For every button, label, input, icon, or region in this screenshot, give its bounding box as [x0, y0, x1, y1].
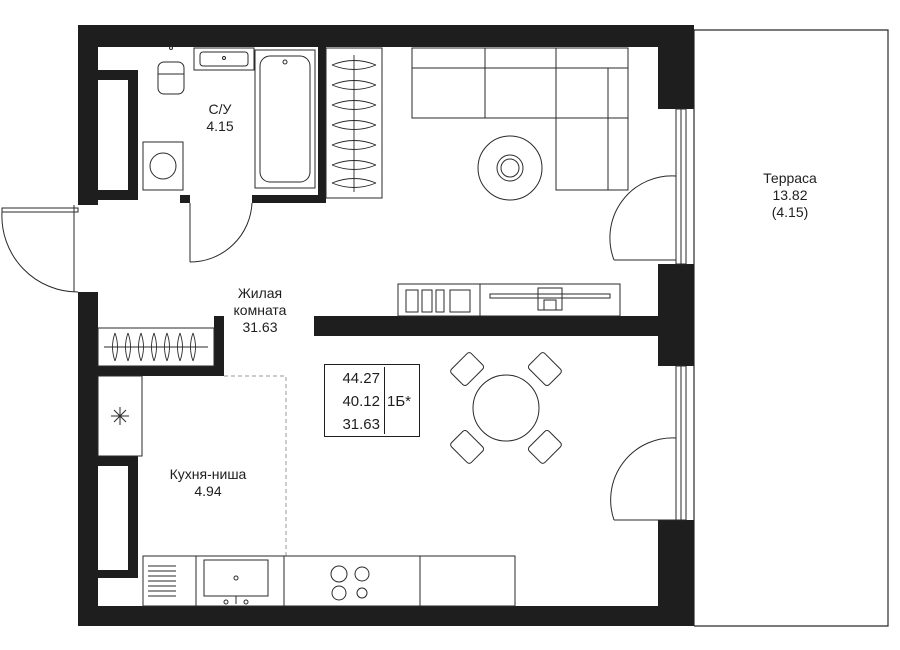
bathroom-label: С/У 4.15 — [192, 101, 248, 135]
dining-table — [450, 352, 562, 464]
terrace-area: 13.82 — [772, 187, 808, 203]
total-area: 44.27 — [342, 370, 380, 387]
windows — [675, 108, 687, 521]
living-room-label: Жилая комната 31.63 — [220, 285, 300, 336]
coffee-table — [477, 135, 543, 201]
kitchen-counter — [142, 555, 516, 607]
apartment-summary: 44.27 40.12 31.63 1Б* — [324, 364, 420, 437]
living-area: 31.63 — [342, 416, 380, 433]
walls — [78, 25, 694, 626]
kitchen-area: 4.94 — [194, 483, 222, 499]
terrace-area-reduced: (4.15) — [771, 204, 809, 220]
vent-shaft — [97, 375, 143, 457]
living-total-area: 40.12 — [342, 393, 380, 410]
wardrobe-hall — [97, 327, 215, 367]
terrace-name: Терраса — [763, 170, 817, 186]
kitchen-label: Кухня-ниша 4.94 — [158, 466, 258, 500]
apartment-type: 1Б* — [387, 393, 412, 410]
radiator — [148, 565, 176, 597]
terrace-label: Терраса 13.82 (4.15) — [740, 170, 840, 221]
terrace-outline — [693, 29, 889, 627]
kitchen-boundary — [224, 375, 287, 556]
summary-values: 44.27 40.12 31.63 — [325, 367, 385, 434]
bathroom-name: С/У — [208, 101, 232, 117]
bathroom-fixtures — [142, 46, 316, 191]
living-room-name-line2: комната — [233, 302, 287, 318]
media-unit — [397, 283, 621, 317]
sofa — [411, 47, 629, 191]
bathroom-area: 4.15 — [206, 118, 234, 134]
living-room-area: 31.63 — [242, 319, 278, 335]
doors — [1, 175, 677, 521]
wardrobe-top — [325, 47, 383, 199]
living-room-name-line1: Жилая — [237, 285, 283, 301]
kitchen-name: Кухня-ниша — [169, 466, 247, 482]
